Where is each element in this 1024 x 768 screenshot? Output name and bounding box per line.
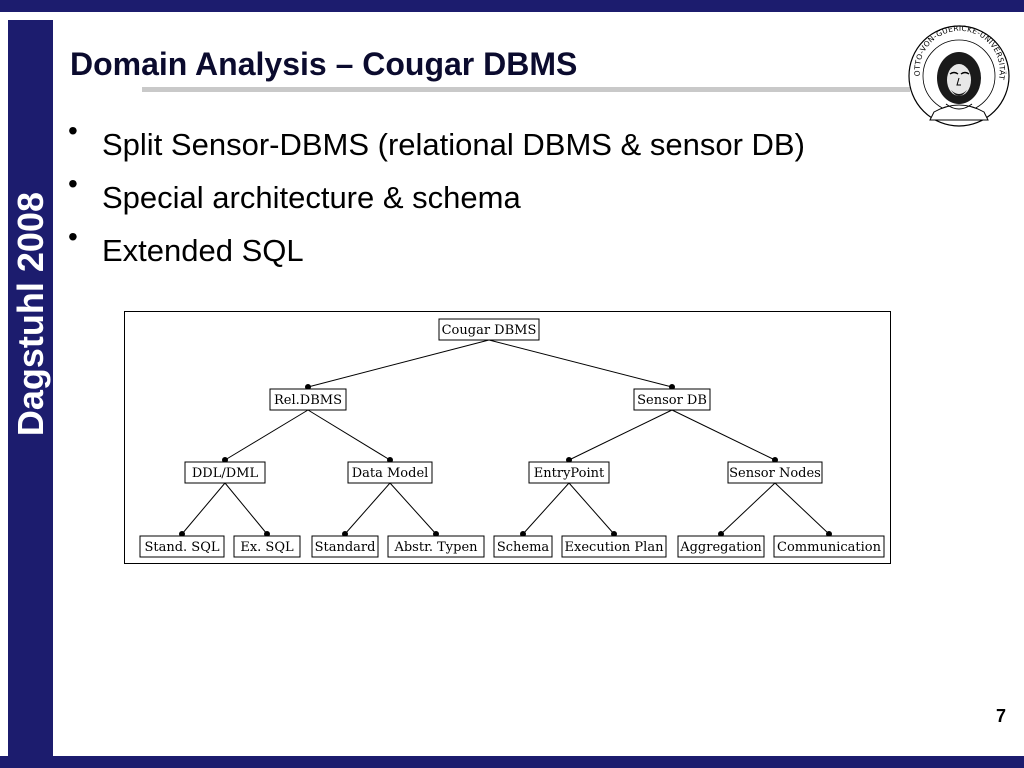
tree-node-box — [493, 535, 553, 558]
side-label-container: Dagstuhl 2008 — [8, 20, 53, 756]
tree-node-box — [633, 388, 711, 411]
tree-node-box — [387, 535, 485, 558]
tree-edge — [224, 482, 268, 535]
tree-node-label: Schema — [497, 540, 550, 555]
tree-node-label: Communication — [777, 540, 882, 555]
tree-node-label: Stand. SQL — [144, 540, 219, 555]
bullet-dot: • — [68, 115, 78, 146]
tree-node-box — [561, 535, 667, 558]
bullet-text: Split Sensor-DBMS (relational DBMS & sen… — [102, 126, 805, 162]
tree-node-box — [677, 535, 765, 558]
tree-edge — [224, 409, 309, 461]
tree-node-box — [139, 535, 225, 558]
tree-edge — [568, 482, 615, 535]
tree-node-datamodel: Data Model — [347, 461, 433, 484]
tree-node-label: Ex. SQL — [240, 540, 294, 555]
bullet-list: • Split Sensor-DBMS (relational DBMS & se… — [66, 115, 805, 277]
side-label: Dagstuhl 2008 — [9, 192, 51, 437]
tree-node-label: Sensor DB — [637, 393, 707, 408]
tree-node-sensordb: Sensor DB — [633, 388, 711, 411]
tree-node-label: Execution Plan — [565, 540, 665, 555]
tree-node-reldbms: Rel.DBMS — [269, 388, 347, 411]
tree-node-entrypoint: EntryPoint — [528, 461, 610, 484]
tree-node-label: Cougar DBMS — [442, 323, 537, 338]
tree-node-box — [528, 461, 610, 484]
top-bar — [0, 0, 1024, 12]
bullet-dot: • — [68, 221, 78, 252]
bullet-item: • Special architecture & schema — [66, 168, 805, 224]
tree-edge — [522, 482, 570, 535]
bottom-bar — [0, 756, 1024, 768]
tree-node-exsql: Ex. SQL — [233, 535, 301, 558]
tree-edge — [181, 482, 226, 535]
tree-node-communication: Communication — [773, 535, 885, 558]
diagram-frame — [124, 311, 891, 564]
tree-node-abstrtypen: Abstr. Typen — [387, 535, 485, 558]
bullet-text: Extended SQL — [102, 232, 304, 268]
tree-node-cougar: Cougar DBMS — [438, 318, 540, 341]
tree-node-sensornodes: Sensor Nodes — [727, 461, 823, 484]
tree-edge — [720, 482, 776, 535]
tree-edge — [568, 409, 673, 461]
tree-node-standard: Standard — [311, 535, 379, 558]
slide-title: Domain Analysis – Cougar DBMS — [70, 46, 578, 82]
tree-node-box — [269, 388, 347, 411]
university-seal-logo: OTTO-VON-GUERICKE-UNIVERSITÄT MAGDEBURG — [906, 20, 1010, 127]
tree-edge — [389, 482, 437, 535]
tree-node-label: Standard — [315, 540, 376, 555]
tree-node-execplan: Execution Plan — [561, 535, 667, 558]
tree-node-box — [773, 535, 885, 558]
tree-node-box — [347, 461, 433, 484]
tree-node-label: Rel.DBMS — [274, 393, 342, 408]
tree-node-label: Sensor Nodes — [729, 466, 821, 481]
bullet-text: Special architecture & schema — [102, 179, 521, 215]
tree-edge — [344, 482, 391, 535]
tree-edge — [307, 409, 391, 461]
tree-node-label: DDL/DML — [192, 466, 259, 481]
bullet-dot: • — [68, 168, 78, 199]
tree-node-standsql: Stand. SQL — [139, 535, 225, 558]
cougar-tree-diagram: Cougar DBMS Rel.DBMS Sensor DB DDL/DML Data … — [139, 318, 885, 558]
tree-node-schema: Schema — [493, 535, 553, 558]
title-rule — [142, 87, 910, 92]
tree-edge — [671, 409, 776, 461]
tree-node-box — [184, 461, 266, 484]
tree-node-box — [727, 461, 823, 484]
page-number: 7 — [996, 706, 1007, 726]
tree-node-ddldml: DDL/DML — [184, 461, 266, 484]
tree-node-label: Aggregation — [679, 540, 762, 555]
bullet-item: • Split Sensor-DBMS (relational DBMS & se… — [66, 115, 805, 171]
tree-node-label: Data Model — [352, 466, 429, 481]
tree-node-box — [233, 535, 301, 558]
bullet-item: • Extended SQL — [66, 221, 805, 277]
tree-edge — [307, 339, 490, 388]
side-band — [8, 20, 53, 756]
tree-edge — [774, 482, 830, 535]
tree-node-box — [438, 318, 540, 341]
tree-node-aggregation: Aggregation — [677, 535, 765, 558]
tree-node-label: EntryPoint — [534, 466, 605, 481]
tree-node-box — [311, 535, 379, 558]
tree-node-label: Abstr. Typen — [393, 540, 478, 555]
tree-edge — [488, 339, 673, 388]
